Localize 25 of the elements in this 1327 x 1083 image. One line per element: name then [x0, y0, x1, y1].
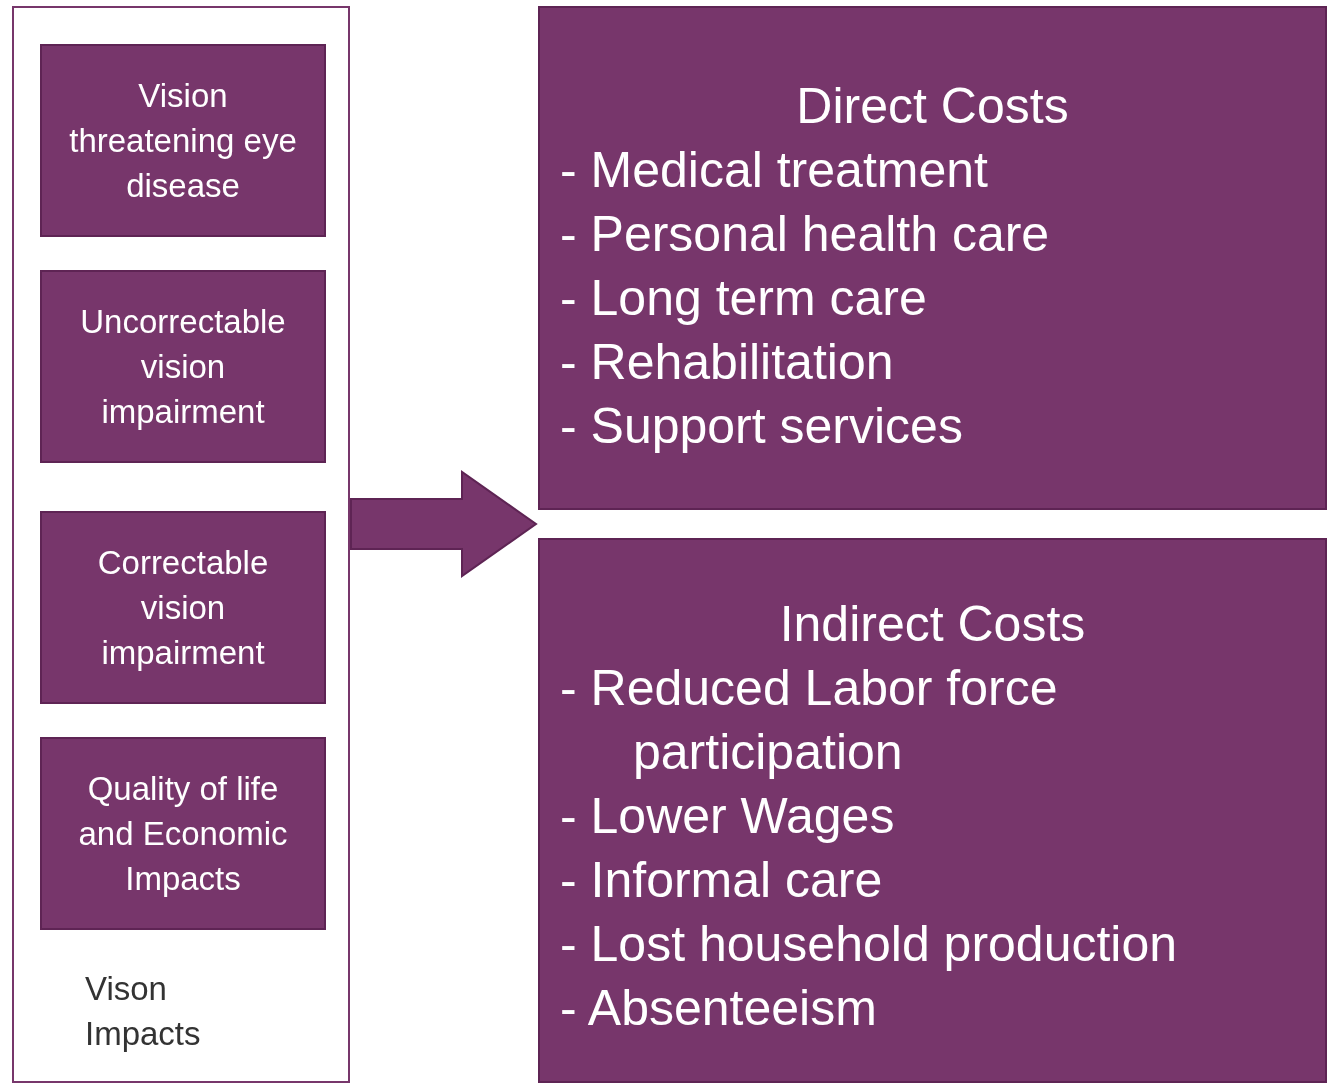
panel-heading: Direct Costs [795, 77, 1070, 136]
category-box [40, 511, 326, 704]
cost-panel [538, 538, 1327, 1083]
list-item: - Medical treatment [560, 141, 989, 200]
group-panel [12, 6, 350, 1083]
cost-panel [538, 6, 1327, 510]
panel-heading: Indirect Costs [778, 595, 1087, 654]
box-label: Correctable vision impairment [96, 543, 270, 673]
list-item: - Reduced Labor force participation [560, 659, 1059, 782]
list-item: - Rehabilitation [560, 333, 895, 392]
category-box [40, 44, 326, 237]
list-item: - Long term care [560, 269, 928, 328]
box-label: Uncorrectable vision impairment [79, 302, 287, 432]
category-box [40, 270, 326, 463]
list-item: - Personal health care [560, 205, 1051, 264]
box-label: Quality of life and Economic Impacts [77, 769, 289, 899]
list-item: - Absenteeism [560, 979, 878, 1038]
list-item: - Lost household production [560, 915, 1179, 974]
block-arrow [350, 470, 538, 578]
list-item: - Lower Wages [560, 787, 896, 846]
box-label: Vision threatening eye disease [68, 76, 298, 206]
list-item: - Support services [560, 397, 964, 456]
category-box [40, 737, 326, 930]
group-title: Vison Impacts [85, 969, 202, 1054]
list-item: - Informal care [560, 851, 884, 910]
